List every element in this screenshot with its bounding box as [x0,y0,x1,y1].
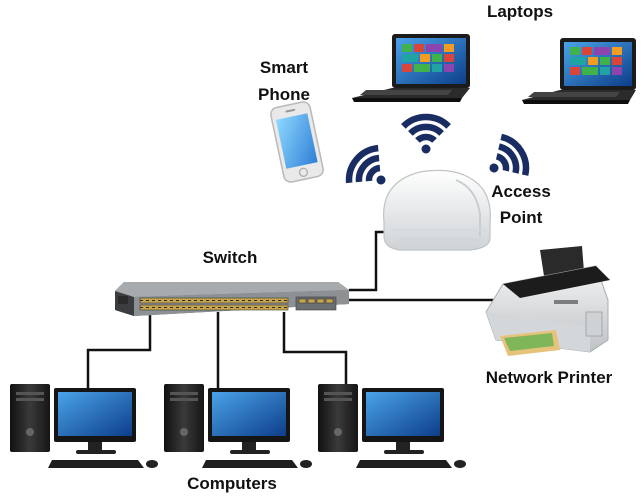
computer-2 [164,384,312,468]
access-point [383,169,491,251]
smart-phone-label-line-1: Smart [259,58,309,77]
access-point-label-line-1: Access [491,182,551,201]
network-switch [115,282,349,316]
network-printer [485,246,610,356]
access-point-label-line-2: Point [499,208,543,227]
wifi-signal-top [401,113,451,154]
laptop-2 [522,38,636,104]
link-switch-computer-3 [282,312,348,392]
wifi-signal-right [489,133,530,176]
smart-phone [270,101,324,183]
laptop-1-screen-tiles [402,44,454,72]
network-printer-label: Network Printer [485,368,613,387]
computer-1 [10,384,158,468]
laptops-label: Laptops [486,2,554,21]
link-switch-computer-1 [86,312,152,392]
computer-3 [318,384,466,468]
switch-label: Switch [202,248,258,267]
computers-label: Computers [187,474,277,493]
laptop-2-screen-tiles [570,47,622,75]
switch-ports [139,296,337,311]
smart-phone-label-line-2: Phone [258,85,310,104]
wifi-signal-left [345,144,386,185]
laptop-1 [352,34,470,102]
